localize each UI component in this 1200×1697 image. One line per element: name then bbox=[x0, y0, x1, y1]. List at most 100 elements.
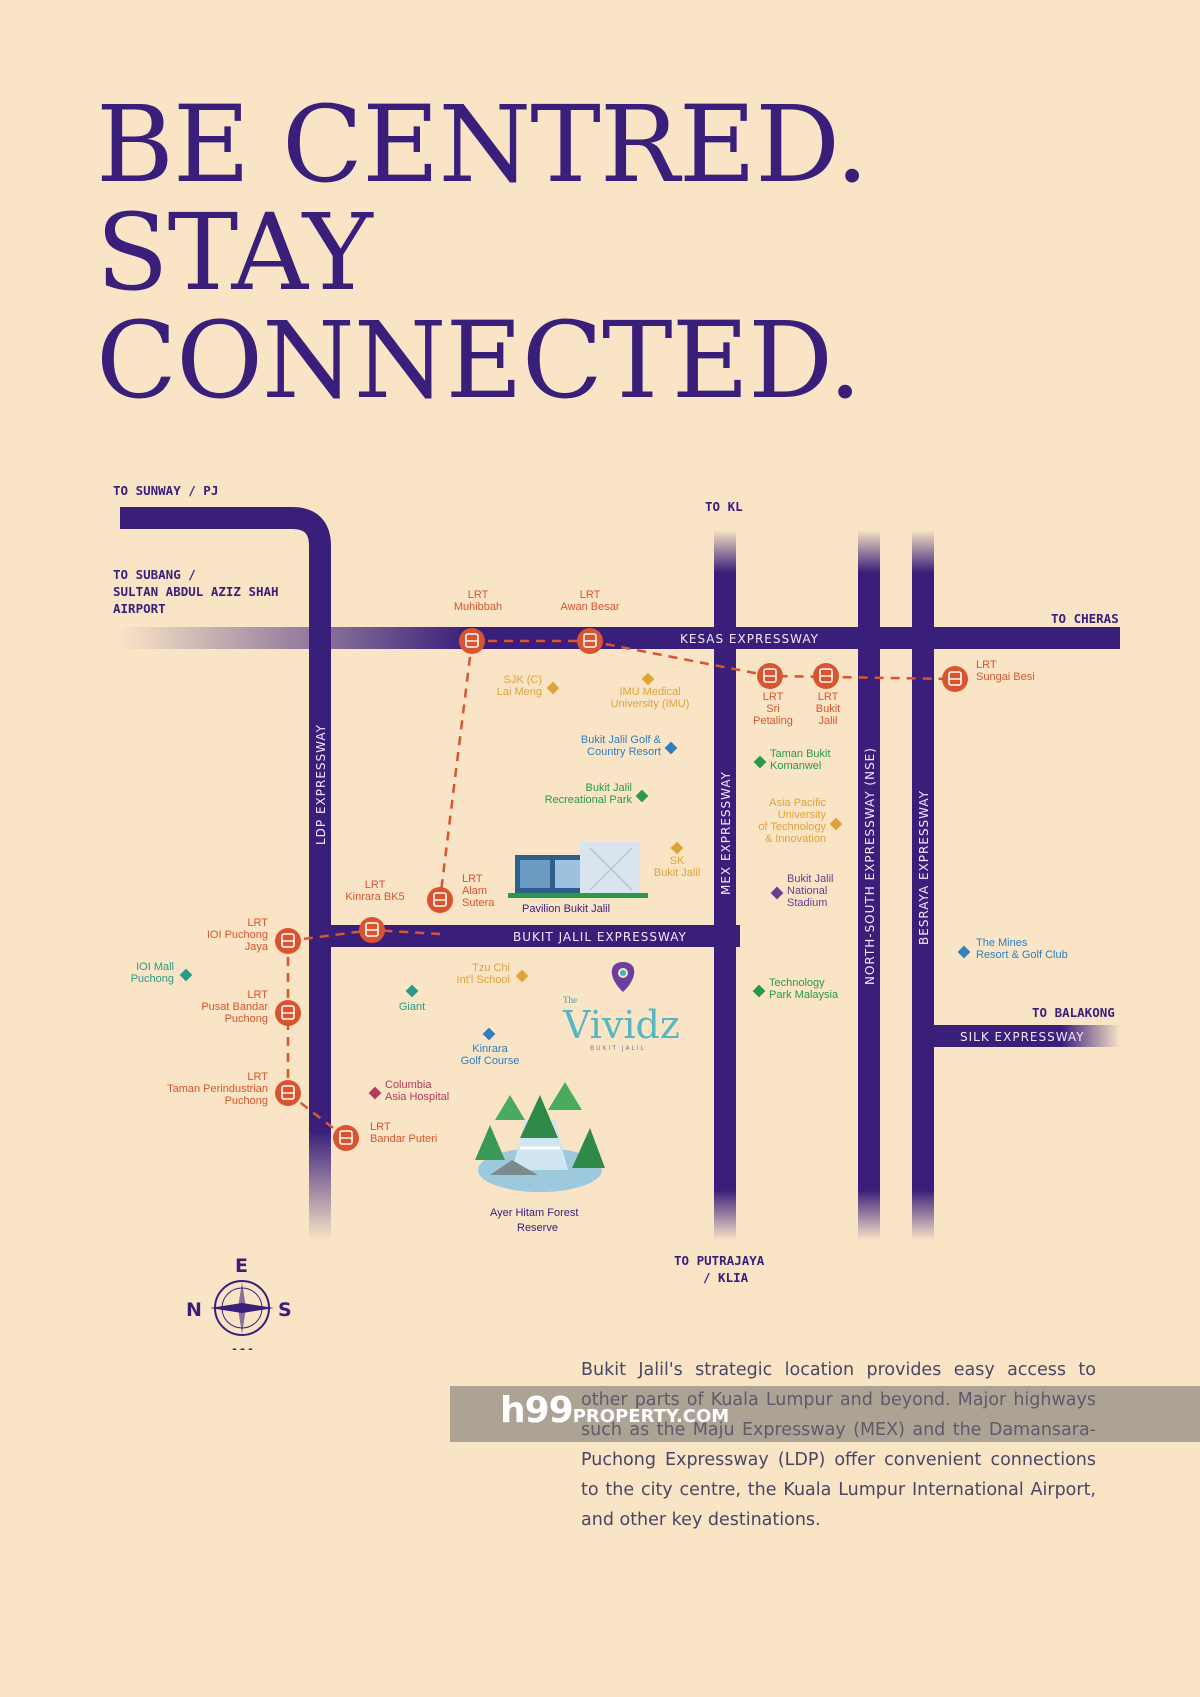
poi-marker-icon bbox=[957, 945, 971, 959]
poi-label: Kinrara bbox=[472, 1043, 508, 1055]
poi-label: Giant bbox=[399, 1001, 425, 1013]
road-besraya bbox=[912, 530, 934, 1240]
road-label-silk: SILK EXPRESSWAY bbox=[960, 1030, 1085, 1044]
project-name-small: The bbox=[563, 995, 577, 1005]
lrt-station-label: Alam bbox=[462, 885, 487, 897]
poi-label: IOI Mall bbox=[136, 961, 174, 973]
direction-cheras: TO CHERAS bbox=[1051, 611, 1119, 626]
lrt-station-label: LRT bbox=[763, 691, 784, 703]
poi: SJK (C)Lai Meng bbox=[497, 674, 560, 698]
poi-label: SJK (C) bbox=[504, 674, 543, 686]
poi-label: National bbox=[787, 885, 827, 897]
poi-label: Int'l School bbox=[457, 974, 510, 986]
lrt-station-label: LRT bbox=[468, 589, 489, 601]
poi-marker-icon bbox=[368, 1086, 382, 1100]
road-label-nse: NORTH-SOUTH EXPRESSWAY (NSE) bbox=[863, 747, 877, 985]
road-kesas-fade bbox=[880, 627, 1120, 649]
train-icon bbox=[577, 628, 603, 654]
watermark-tail: PROPERTY.COM bbox=[572, 1406, 730, 1427]
poi-label: Asia Pacific bbox=[769, 797, 826, 809]
road-label-mex: MEX EXPRESSWAY bbox=[719, 771, 733, 895]
poi-marker-icon bbox=[405, 984, 419, 998]
road-label-kesas: KESAS EXPRESSWAY bbox=[680, 632, 819, 646]
poi-label: Stadium bbox=[787, 897, 827, 909]
train-icon bbox=[427, 887, 453, 913]
train-icon bbox=[757, 663, 783, 689]
poi-label: Taman Bukit bbox=[770, 748, 831, 760]
poi-label: & Innovation bbox=[765, 833, 826, 845]
direction-subang-1: TO SUBANG / bbox=[113, 567, 196, 582]
headline: BE CENTRED. STAY CONNECTED. bbox=[96, 92, 869, 422]
poi-marker-icon bbox=[770, 886, 784, 900]
project-name: Vividz bbox=[562, 1003, 680, 1047]
lrt-station-label: Petaling bbox=[753, 715, 793, 727]
poi-label: Tzu Chi bbox=[472, 962, 510, 974]
road-label-bukit-jalil: BUKIT JALIL EXPRESSWAY bbox=[513, 930, 687, 944]
lrt-station-label: Jaya bbox=[245, 941, 269, 953]
forest-label-2: Reserve bbox=[517, 1222, 558, 1234]
lrt-station-label: LRT bbox=[247, 989, 268, 1001]
poi-marker-icon bbox=[664, 741, 678, 755]
road-silk bbox=[925, 1025, 1120, 1047]
poi-label: The Mines bbox=[976, 937, 1028, 949]
poi-marker-icon bbox=[515, 969, 529, 983]
poi-marker-icon bbox=[635, 789, 649, 803]
lrt-station-label: Muhibbah bbox=[454, 601, 502, 613]
watermark-text: h99PROPERTY.COM bbox=[500, 1390, 729, 1431]
lrt-station-label: LRT bbox=[462, 873, 483, 885]
poi-label: Bukit Jalil bbox=[654, 867, 700, 879]
compass-s: S bbox=[278, 1299, 292, 1321]
train-icon bbox=[359, 917, 385, 943]
pavilion-building bbox=[508, 842, 648, 898]
lrt-station-label: IOI Puchong bbox=[207, 929, 268, 941]
lrt-station-label: LRT bbox=[365, 879, 386, 891]
headline-line-3: CONNECTED. bbox=[96, 299, 862, 422]
poi-label: Resort & Golf Club bbox=[976, 949, 1068, 961]
train-icon bbox=[813, 663, 839, 689]
road-label-besraya: BESRAYA EXPRESSWAY bbox=[917, 790, 931, 945]
project-pin-icon bbox=[611, 962, 635, 992]
poi-label: IMU Medical bbox=[619, 686, 680, 698]
direction-balakong: TO BALAKONG bbox=[1032, 1005, 1115, 1020]
road-mex bbox=[714, 530, 736, 1240]
poi-label: University (IMU) bbox=[611, 698, 690, 710]
lrt-station-label: Awan Besar bbox=[560, 601, 619, 613]
direction-sunway: TO SUNWAY / PJ bbox=[113, 483, 218, 498]
poi-label: University bbox=[778, 809, 827, 821]
lrt-station-label: Pusat Bandar bbox=[201, 1001, 268, 1013]
project-subname: BUKIT JALIL bbox=[590, 1045, 646, 1052]
direction-putrajaya-1: TO PUTRAJAYA bbox=[674, 1253, 765, 1268]
poi-label: Columbia bbox=[385, 1079, 432, 1091]
poi-label: Lai Meng bbox=[497, 686, 542, 698]
lrt-station-label: Sutera bbox=[462, 897, 495, 909]
road-sunway bbox=[120, 507, 331, 1240]
poi-marker-icon bbox=[752, 984, 766, 998]
train-icon bbox=[275, 1000, 301, 1026]
pavilion-label: Pavilion Bukit Jalil bbox=[522, 903, 610, 915]
lrt-station-label: LRT bbox=[370, 1121, 391, 1133]
lrt-station-label: Bandar Puteri bbox=[370, 1133, 437, 1145]
road-label-ldp: LDP EXPRESSWAY bbox=[314, 724, 328, 845]
poi-label: Bukit Jalil bbox=[586, 782, 632, 794]
forest-label-1: Ayer Hitam Forest bbox=[490, 1207, 578, 1219]
compass-e: E bbox=[235, 1255, 248, 1277]
poi-marker-icon bbox=[829, 817, 843, 831]
lrt-station-label: Kinrara BK5 bbox=[345, 891, 404, 903]
poi-marker-icon bbox=[546, 681, 560, 695]
roads bbox=[120, 507, 1120, 1240]
poi-marker-icon bbox=[641, 672, 655, 686]
poi-label: Country Resort bbox=[587, 746, 661, 758]
poi-label: Park Malaysia bbox=[769, 989, 839, 1001]
